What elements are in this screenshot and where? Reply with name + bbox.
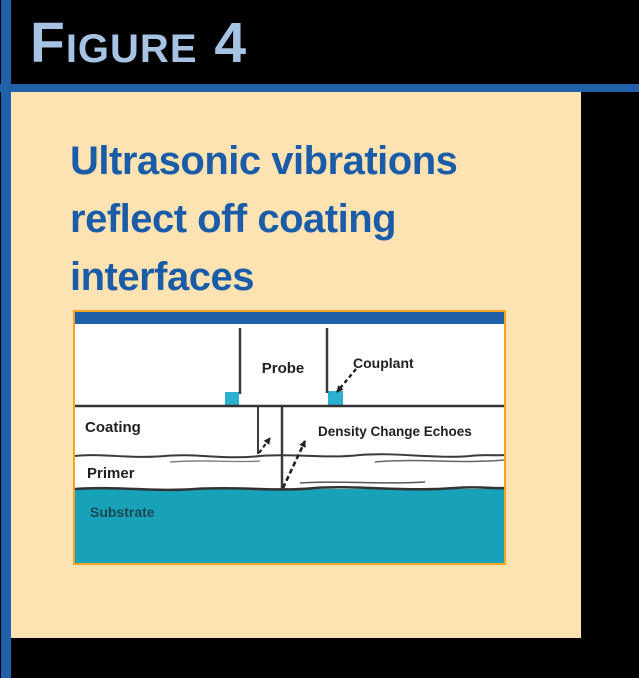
density-change-echoes-label: Density Change Echoes (318, 424, 472, 439)
substrate-label: Substrate (90, 504, 155, 520)
content-panel: Ultrasonic vibrations reflect off coatin… (11, 92, 581, 638)
primer-substrate-interface-line (75, 485, 504, 492)
shallow-echo-arrow (258, 437, 271, 454)
coating-primer-interface-line (75, 453, 504, 459)
interface-echo-smudge-3 (299, 481, 426, 484)
ultrasonic-diagram: Probe Couplant Coating Density Change Ec… (75, 312, 504, 563)
figure-header-label: Figure 4 (30, 11, 248, 75)
figure-title-line-1: Ultrasonic vibrations (70, 139, 458, 183)
couplant-label: Couplant (353, 355, 414, 371)
deep-echo-arrow (281, 440, 307, 489)
couplant-right-square (328, 391, 343, 405)
couplant-left-square (225, 392, 239, 405)
figure-title-line-3: interfaces (70, 255, 254, 299)
diagram-top-bar (75, 312, 504, 324)
left-accent-stripe (1, 0, 11, 678)
substrate-layer (75, 489, 504, 563)
figure-title: Ultrasonic vibrations reflect off coatin… (70, 132, 458, 306)
probe-label: Probe (262, 360, 305, 377)
interface-echo-smudge-1 (169, 460, 261, 463)
header-divider-band (0, 84, 639, 92)
primer-label: Primer (87, 465, 135, 482)
figure-title-line-2: reflect off coating (70, 197, 397, 241)
coating-label: Coating (85, 419, 141, 436)
interface-echo-smudge-2 (374, 459, 504, 463)
couplant-pointer-arrow (336, 368, 357, 393)
ultrasonic-diagram-panel: Probe Couplant Coating Density Change Ec… (73, 310, 506, 565)
